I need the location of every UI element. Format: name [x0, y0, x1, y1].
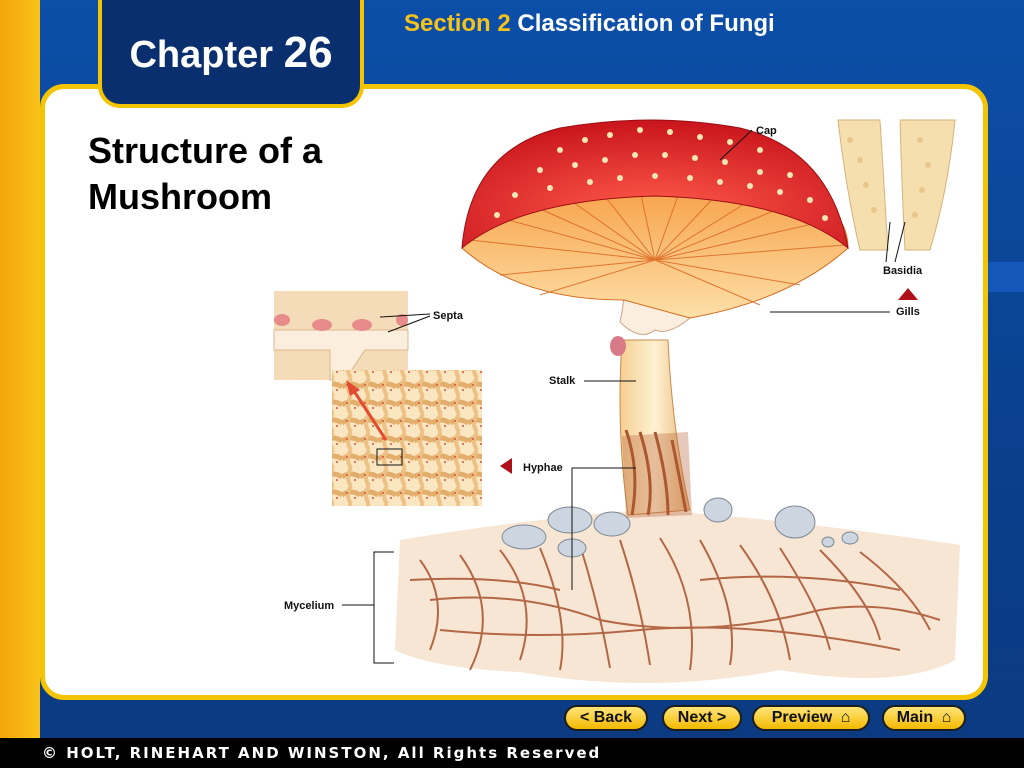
chapter-number: 26: [283, 28, 333, 77]
pebbles: [501, 497, 859, 558]
label-basidia: Basidia: [883, 265, 923, 277]
section-number: Section 2: [404, 10, 511, 37]
label-cap: Cap: [756, 125, 777, 137]
next-button-label: Next >: [677, 709, 727, 726]
mushroom-cap: [461, 119, 849, 250]
label-mycelium: Mycelium: [284, 600, 334, 612]
section-title: Classification of Fungi: [517, 10, 775, 37]
label-gills: Gills: [896, 306, 920, 318]
chapter-title: Chapter 26: [102, 28, 360, 78]
gills-pointer-icon: [898, 288, 918, 300]
hyphae-inset: [332, 370, 482, 506]
house-icon: ⌂: [941, 709, 952, 726]
back-button-label: < Back: [579, 709, 633, 726]
left-accent-stripe: [0, 0, 40, 740]
copyright-footer: © HOLT, RINEHART AND WINSTON, All Rights…: [0, 738, 1024, 768]
house-icon: ⌂: [840, 709, 851, 726]
label-septa: Septa: [433, 310, 464, 322]
label-hyphae: Hyphae: [523, 462, 563, 474]
next-button[interactable]: Next >: [662, 705, 742, 731]
chapter-tab: Chapter 26: [98, 0, 364, 108]
back-button[interactable]: < Back: [564, 705, 648, 731]
right-accent-block: [988, 262, 1024, 292]
hyphae-pointer-icon: [500, 458, 512, 474]
label-stalk: Stalk: [549, 375, 576, 387]
leader-lines: [342, 129, 906, 664]
mycelium-mass: [395, 510, 960, 684]
section-header: Section 2 Classification of Fungi: [404, 10, 775, 38]
main-button[interactable]: Main ⌂: [882, 705, 966, 731]
preview-button-label: Preview: [771, 709, 833, 726]
main-button-label: Main: [896, 709, 934, 726]
slide-title: Structure of a Mushroom: [88, 130, 323, 217]
basidia-inset: [837, 119, 956, 251]
preview-button[interactable]: Preview ⌂: [752, 705, 870, 731]
mushroom-gills: [461, 189, 849, 319]
chapter-word: Chapter: [129, 34, 274, 76]
septa-inset: [273, 291, 409, 381]
